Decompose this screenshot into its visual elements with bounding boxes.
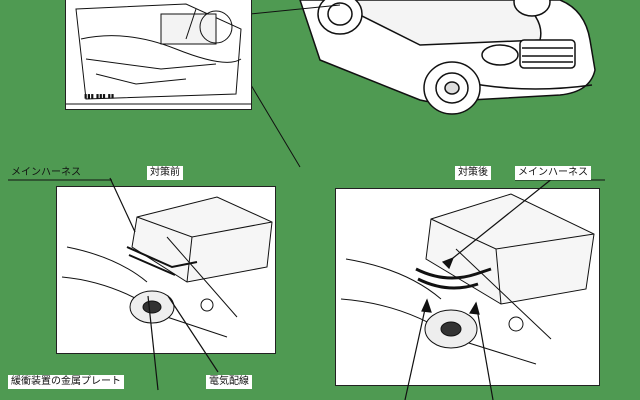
before-countermeasure-label: 対策前 [147,166,183,180]
svg-text:▮▮▮ ▮▮▮ ▮▮: ▮▮▮ ▮▮▮ ▮▮ [84,93,114,100]
metal-plate-label: 緩衝装置の金属プレート [8,375,124,389]
before-countermeasure-panel [56,186,276,354]
main-harness-after-label: メインハーネス [515,166,591,180]
engine-bay-drawing: ▮▮▮ ▮▮▮ ▮▮ [66,3,251,105]
engine-bay-panel: ▮▮▮ ▮▮▮ ▮▮ [65,0,252,110]
electrical-wiring-label: 電気配線 [206,375,252,389]
vehicle-illustration [299,0,596,115]
after-countermeasure-label: 対策後 [455,166,491,180]
main-harness-before-label: メインハーネス [11,167,81,178]
after-countermeasure-panel [335,188,600,386]
before-drawing [61,196,273,338]
after-drawing [340,193,595,365]
